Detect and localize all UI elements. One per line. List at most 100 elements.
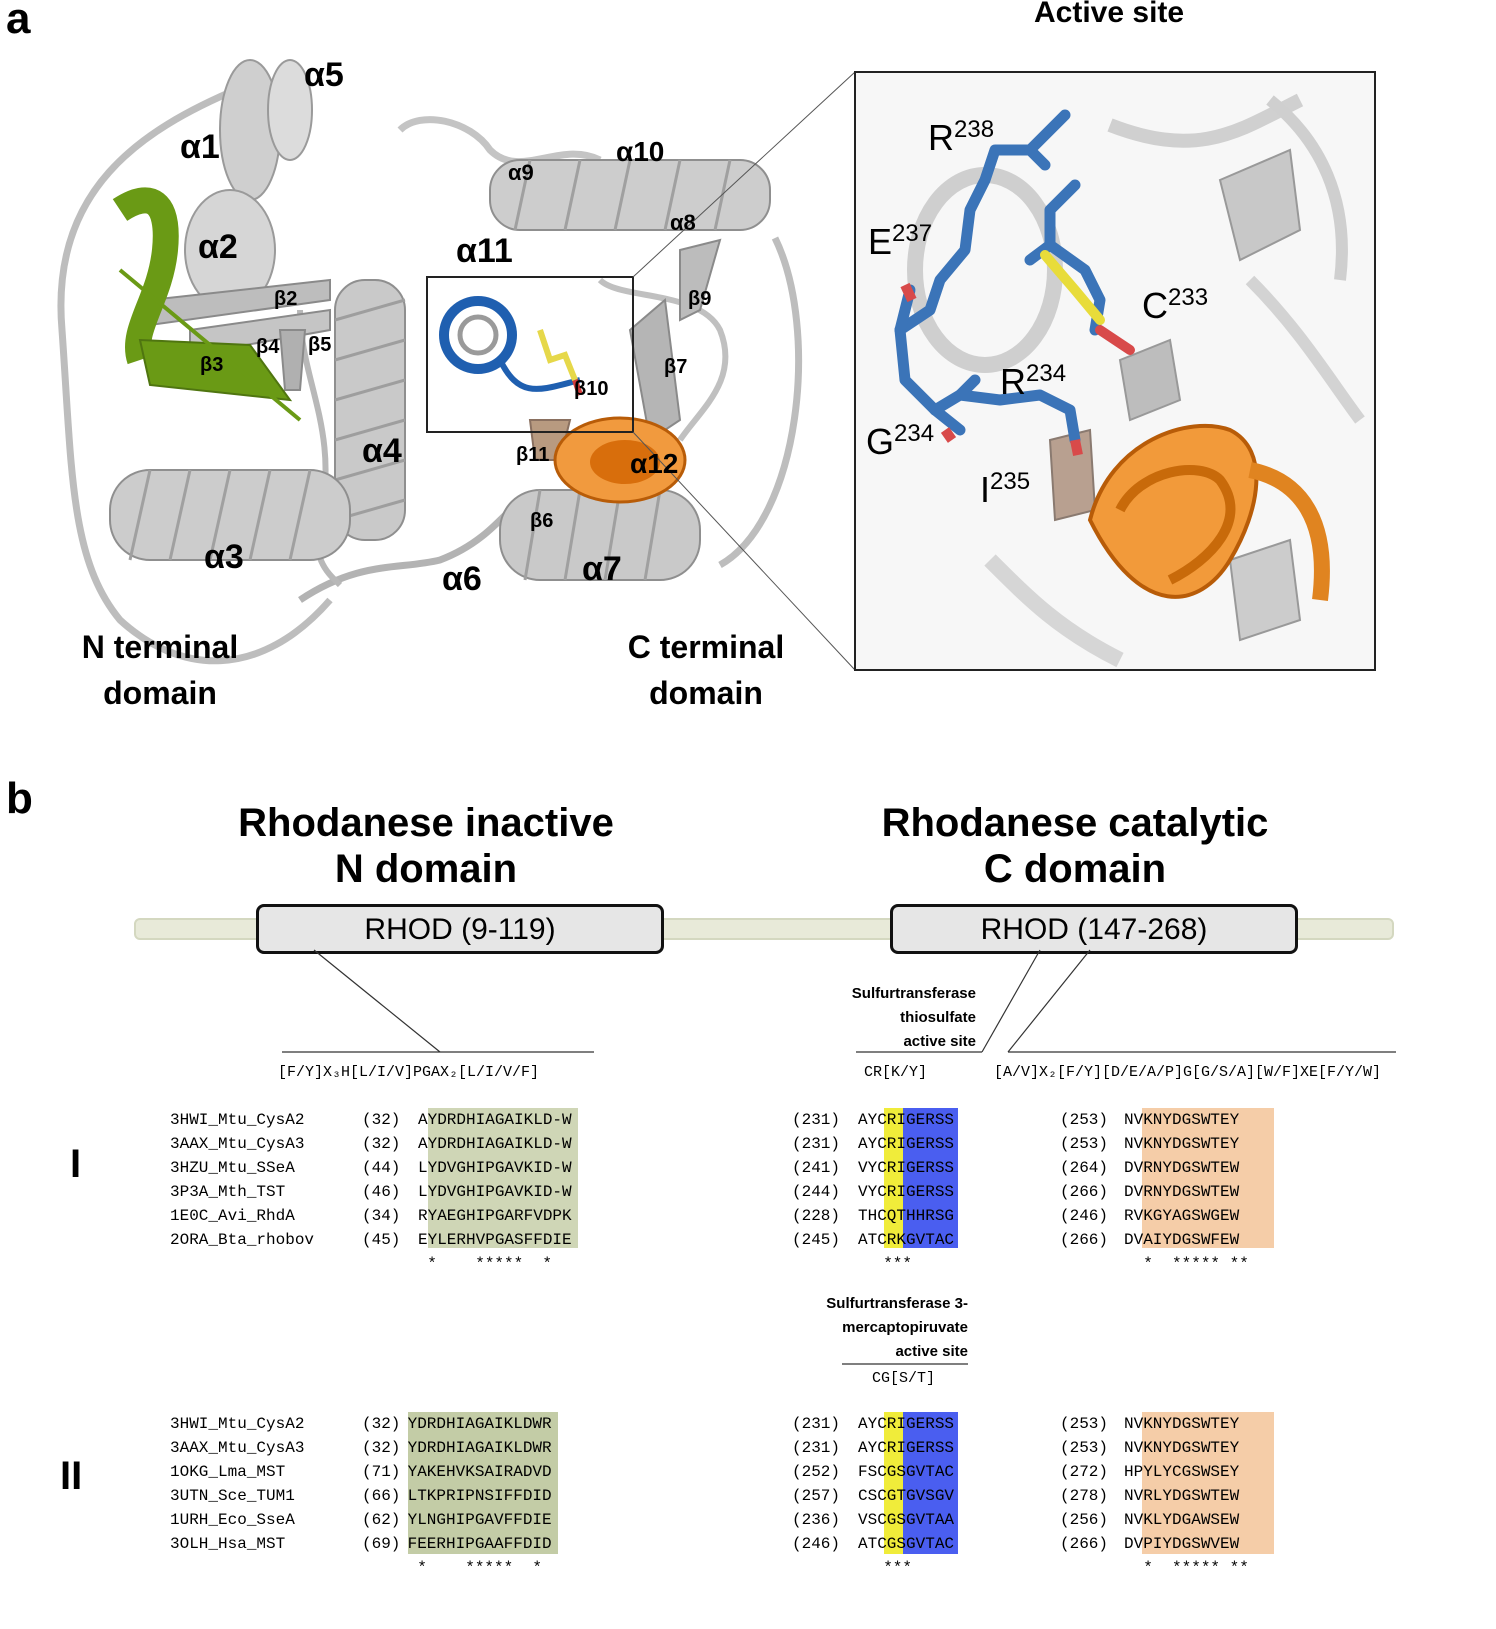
aln-seq: YAKEHVKSAIRADVD — [398, 1463, 552, 1481]
aln-id: 1E0C_Avi_RhdA — [170, 1207, 295, 1225]
label-b5: β5 — [308, 334, 332, 356]
aln-seq: NVKNYDGSWTEY — [1124, 1135, 1240, 1153]
residue-r234: R234 — [1000, 360, 1067, 402]
aln-pos: (278) — [1060, 1487, 1109, 1505]
label-b3: β3 — [200, 354, 224, 376]
aln-seq: FSCGSGVTAC — [858, 1463, 955, 1481]
mercapto-label-line2: mercaptopiruvate — [842, 1319, 968, 1336]
c-terminal-domain-label: C terminal domain — [586, 624, 826, 716]
thiosulfate-label: Sulfurtransferase thiosulfate active sit… — [780, 982, 976, 1054]
blue-helix — [439, 296, 581, 392]
label-a10: α10 — [616, 136, 665, 167]
active-site-title: Active site — [1034, 0, 1185, 29]
rhod-n-box: RHOD (9-119) — [256, 904, 664, 954]
aln-pos: (69) — [362, 1535, 401, 1553]
aln-seq: HPYLYCGSWSEY — [1124, 1463, 1240, 1481]
group-i-n-highlight — [428, 1108, 578, 1248]
aln-pos: (34) — [362, 1207, 401, 1225]
aln-seq: DVRNYDGSWTEW — [1124, 1183, 1240, 1201]
residue-g234: G234 — [866, 420, 935, 462]
motif-c1: CR[K/Y] — [864, 1064, 928, 1081]
label-a3: α3 — [204, 538, 244, 576]
aln-pos: (253) — [1060, 1135, 1109, 1153]
conservation-stars: *** — [864, 1255, 913, 1273]
c-terminal-loop — [718, 236, 803, 569]
thiosulfate-label-line2: thiosulfate — [900, 1009, 976, 1026]
group-ii-label: II — [60, 1454, 83, 1498]
cysteine-stick — [537, 329, 583, 396]
green-motif — [112, 187, 302, 422]
residue-i235: I235 — [980, 468, 1031, 510]
n-domain-heading: Rhodanese inactive N domain — [206, 800, 646, 892]
aln-seq: RYAEGHIPGARFVDPK — [418, 1207, 572, 1225]
aln-seq: AYDRDHIAGAIKLD-W — [418, 1111, 572, 1129]
c-domain-heading-line1: Rhodanese catalytic — [881, 801, 1269, 845]
aln-id: 3AAX_Mtu_CysA3 — [170, 1135, 305, 1153]
aln-pos: (231) — [792, 1135, 841, 1153]
aln-pos: (46) — [362, 1183, 401, 1201]
label-a7: α7 — [582, 550, 622, 588]
aln-pos: (266) — [1060, 1183, 1109, 1201]
aln-seq: YDRDHIAGAIKLDWR — [398, 1439, 552, 1457]
label-b4: β4 — [256, 336, 280, 358]
group-i-c-blue — [903, 1108, 958, 1248]
label-a12: α12 — [630, 448, 679, 479]
label-a9: α9 — [508, 160, 534, 185]
aln-pos: (264) — [1060, 1159, 1109, 1177]
n-terminal-loop — [57, 84, 333, 665]
aln-pos: (62) — [362, 1511, 401, 1529]
aln-id: 2ORA_Bta_rhobov — [170, 1231, 315, 1249]
conservation-stars: * ***** * — [408, 1255, 553, 1273]
group-ii-n-highlight — [408, 1412, 558, 1554]
c-domain-heading: Rhodanese catalytic C domain — [850, 800, 1300, 892]
aln-seq: RVKGYAGSWGEW — [1124, 1207, 1240, 1225]
aln-pos: (272) — [1060, 1463, 1109, 1481]
aln-pos: (236) — [792, 1511, 841, 1529]
residue-e237: E237 — [868, 220, 933, 262]
aln-pos: (266) — [1060, 1231, 1109, 1249]
aln-pos: (245) — [792, 1231, 841, 1249]
group-i-label: I — [70, 1142, 82, 1186]
aln-seq: LYDVGHIPGAVKID-W — [418, 1183, 572, 1201]
aln-pos: (32) — [362, 1111, 401, 1129]
aln-id: 3HWI_Mtu_CysA2 — [170, 1111, 305, 1129]
aln-pos: (241) — [792, 1159, 841, 1177]
label-a11: α11 — [456, 232, 513, 270]
aln-seq: ATCRKGVTAC — [858, 1231, 955, 1249]
helix-a7 — [499, 489, 701, 581]
aln-pos: (44) — [362, 1159, 401, 1177]
conservation-stars: *** — [864, 1559, 913, 1577]
n-terminal-domain-label: N terminal domain — [40, 624, 280, 716]
mercapto-label-line3: active site — [895, 1343, 968, 1360]
zoom-connector-bottom — [632, 431, 856, 671]
aln-seq: YLNGHIPGAVFFDIE — [398, 1511, 552, 1529]
aln-seq: DVPIYDGSWVEW — [1124, 1535, 1240, 1553]
aln-seq: AYCRIGERSS — [858, 1111, 955, 1129]
c-terminal-label-line1: C terminal — [627, 629, 785, 665]
top-loop — [397, 116, 602, 165]
n-terminal-label-line2: domain — [103, 675, 217, 711]
aln-seq: NVKNYDGSWTEY — [1124, 1439, 1240, 1457]
zoom-box — [426, 276, 634, 433]
label-b11: β11 — [516, 444, 550, 466]
rhod-c-box: RHOD (147-268) — [890, 904, 1298, 954]
conservation-stars: * ***** ** — [1124, 1559, 1249, 1577]
aln-seq: FEERHIPGAAFFDID — [398, 1535, 552, 1553]
aln-id: 3OLH_Hsa_MST — [170, 1535, 286, 1553]
label-a2: α2 — [198, 228, 238, 266]
active-site-inset — [854, 71, 1376, 671]
aln-pos: (257) — [792, 1487, 841, 1505]
zoom-connector-top — [632, 71, 856, 278]
label-a5: α5 — [304, 56, 344, 94]
aln-pos: (32) — [362, 1415, 401, 1433]
aln-seq: DVRNYDGSWTEW — [1124, 1159, 1240, 1177]
aln-seq: YDRDHIAGAIKLDWR — [398, 1415, 552, 1433]
aln-pos: (231) — [792, 1439, 841, 1457]
aln-seq: EYLERHVPGASFFDIE — [418, 1231, 572, 1249]
aln-id: 3HWI_Mtu_CysA2 — [170, 1415, 305, 1433]
right-loop — [597, 277, 729, 442]
aln-pos: (253) — [1060, 1415, 1109, 1433]
mercapto-label: Sulfurtransferase 3- mercaptopiruvate ac… — [766, 1292, 968, 1364]
aln-pos: (228) — [792, 1207, 841, 1225]
label-b7: β7 — [664, 356, 688, 378]
